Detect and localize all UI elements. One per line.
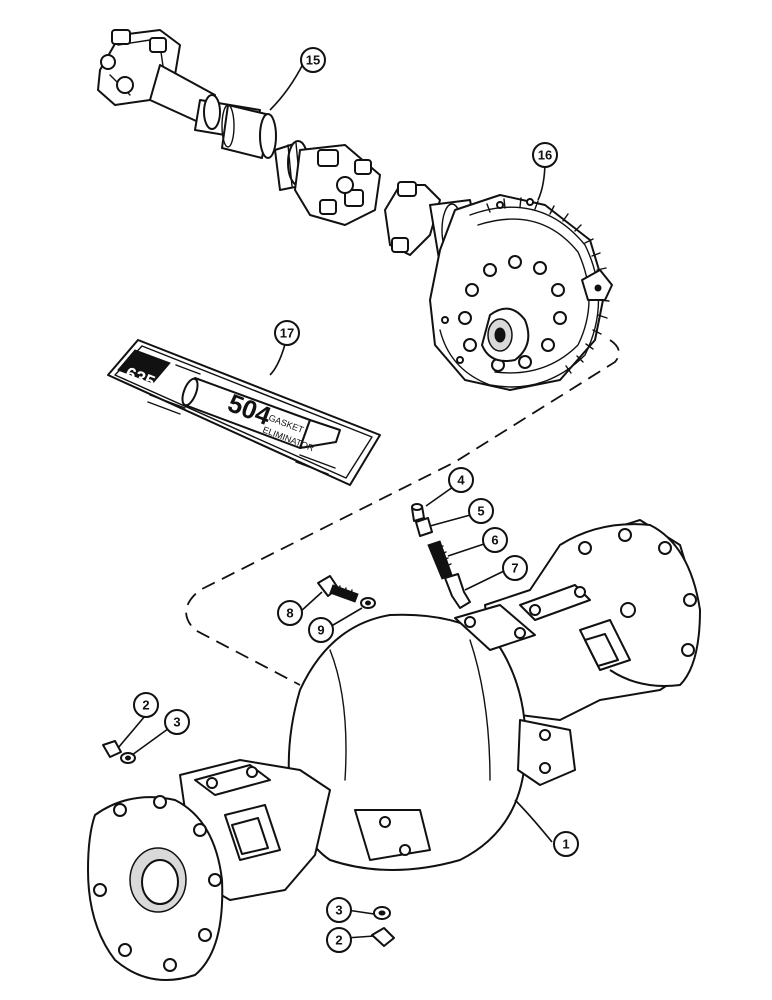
upper-fasteners [102,740,136,764]
svg-text:4: 4 [457,473,465,488]
svg-text:2: 2 [335,933,342,948]
svg-text:16: 16 [538,148,552,163]
breather-parts [411,503,471,609]
svg-text:3: 3 [173,715,180,730]
callout-15: 15 [300,47,326,73]
brand-box [117,349,171,384]
callout-7: 7 [502,555,528,581]
callout-4: 4 [448,467,474,493]
svg-text:17: 17 [280,326,294,341]
callout-9: 9 [308,617,334,643]
carrier-bolts [458,255,567,372]
svg-text:1: 1 [562,837,569,852]
callout-1: 1 [553,831,579,857]
svg-text:5: 5 [477,504,484,519]
svg-text:2: 2 [142,698,149,713]
assembly-dashed-line [185,339,620,686]
differential-assembly [384,181,613,391]
svg-text:7: 7 [511,561,518,576]
callout-3-upper: 3 [164,709,190,735]
gasket-eliminator-package: 6358 504 GASKET ELIMINATOR [107,339,381,486]
svg-text:8: 8 [286,606,293,621]
callout-2-lower: 2 [326,927,352,953]
leader-lines [117,61,553,939]
axle-housing [87,519,701,981]
callout-8: 8 [277,600,303,626]
svg-text:15: 15 [306,53,320,68]
lower-fasteners [371,906,395,947]
callout-2-upper: 2 [133,692,159,718]
bolt-and-washer [317,575,376,609]
callout-16: 16 [532,142,558,168]
drive-shaft [97,29,381,226]
callout-17: 17 [274,320,300,346]
svg-text:3: 3 [335,903,342,918]
svg-text:6: 6 [491,533,498,548]
callout-5: 5 [468,498,494,524]
callout-3-lower: 3 [326,897,352,923]
svg-text:9: 9 [317,623,324,638]
callout-6: 6 [482,527,508,553]
